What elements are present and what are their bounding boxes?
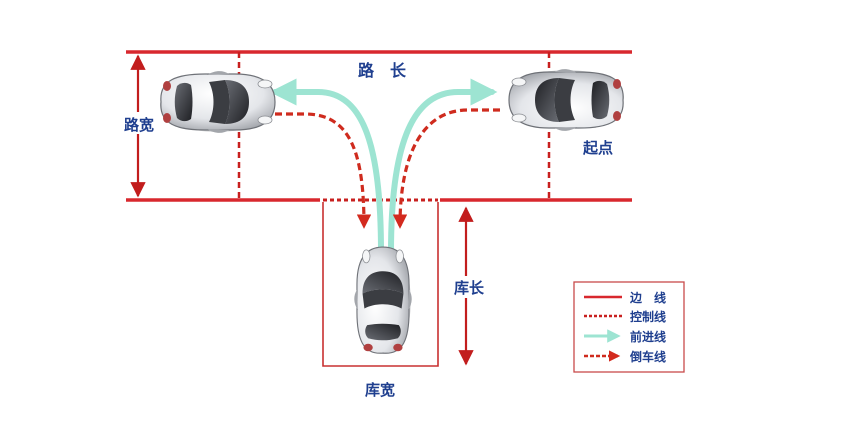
forward-path-right [388, 78, 498, 255]
road-width-label: 路宽 [124, 116, 154, 134]
garage-outline [322, 202, 439, 367]
forward-path-left [269, 78, 384, 255]
car-left [159, 70, 276, 134]
reverse-path-left [275, 112, 372, 229]
legend-item-forward-line: 前进线 [584, 329, 666, 344]
legend-label-reverse: 倒车线 [629, 349, 666, 364]
garage-length-label: 库长 [454, 279, 485, 297]
legend-box [573, 281, 685, 373]
start-point-label: 起点 [582, 139, 613, 157]
legend-item-control-line: 控制线 [584, 309, 666, 324]
legend: 边 线 控制线 前进线 倒车线 [573, 281, 685, 373]
legend-item-reverse-line: 倒车线 [584, 349, 666, 364]
legend-item-edge-line: 边 线 [584, 290, 666, 305]
forward-paths [269, 78, 498, 255]
labels: 路 长 路宽 起点 库长 库宽 [121, 61, 613, 399]
legend-label-edge: 边 线 [629, 290, 666, 305]
legend-label-control: 控制线 [630, 309, 666, 324]
legend-label-forward: 前进线 [630, 329, 666, 344]
road-length-label: 路 长 [358, 61, 407, 80]
reverse-paths [275, 108, 500, 229]
car-in-garage [353, 246, 413, 355]
reverse-path-right [392, 108, 500, 229]
car-right [508, 68, 625, 132]
road-edges [126, 50, 632, 202]
garage-width-label: 库宽 [365, 381, 395, 399]
